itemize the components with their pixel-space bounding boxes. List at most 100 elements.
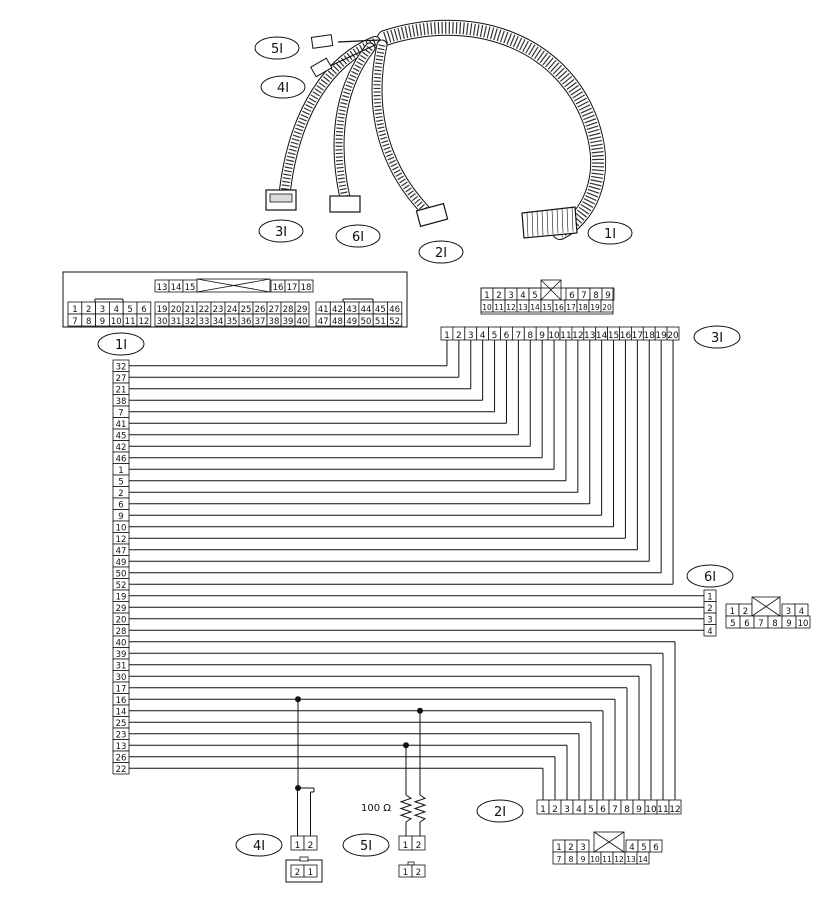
c1-mid-left-pin-number: 3 [100, 305, 105, 315]
c3-face-row2-pin-number: 13 [518, 303, 528, 312]
harness-label-1I-text: 1I [604, 227, 616, 242]
c1-mid-center-pin-number: 24 [227, 305, 238, 315]
c4-pin-number: 2 [308, 841, 314, 851]
left-pin-number: 9 [118, 512, 123, 522]
c2-face-row2-pin-number: 11 [602, 855, 612, 864]
c3-face-row1-pin-number: 3 [508, 291, 513, 301]
c2-face-row2-cell [636, 851, 650, 865]
c1-bot-center-pin-number: 37 [255, 317, 266, 327]
c2-face-row2-pin-number: 9 [581, 855, 586, 864]
left-pin-number: 1 [118, 466, 123, 476]
c1-mid-right-pin-number: 42 [332, 305, 343, 315]
c2-pin-number: 1 [540, 805, 546, 815]
c1-mid-right-pin-number: 46 [389, 305, 400, 315]
c2-pin-number: 10 [645, 805, 657, 815]
c2-pin-number: 3 [564, 805, 570, 815]
c1-mid-center-pin-number: 29 [297, 305, 308, 315]
c6-pin-number: 4 [707, 627, 712, 637]
c3-face-row2-cell [600, 299, 614, 313]
c1-top-pin-number: 18 [301, 283, 312, 293]
left-pin-number: 30 [116, 673, 127, 683]
plug-6I [329, 195, 361, 213]
c3-face-row2-pin-number: 12 [506, 303, 516, 312]
c3-pin-number: 16 [620, 331, 632, 341]
left-pin-number: 23 [116, 731, 127, 741]
connector-label-2I-outline [476, 799, 524, 823]
c3-face-row2-pin-number: 16 [554, 303, 564, 312]
c2-pin-number: 12 [669, 805, 680, 815]
left-pin-number: 21 [116, 386, 127, 396]
left-pin-number: 19 [116, 593, 127, 603]
c2-pin-number: 5 [588, 805, 594, 815]
branch-tube-6I-fill [334, 43, 375, 203]
c3-face-row2-pin-number: 11 [494, 303, 504, 312]
left-pin-number: 39 [116, 650, 127, 660]
harness-label-4I-text: 4I [277, 81, 289, 96]
c1-bot-center-pin-number: 36 [241, 317, 252, 327]
branch-tube-2I-fill [372, 40, 430, 215]
wiring-lines: 3227213874145424615269101247495052192920… [112, 326, 717, 851]
c2-face-row2-pin-number: 8 [569, 855, 574, 864]
c1-mid-center-pin-number: 27 [269, 305, 280, 315]
connector-label-1I-outline [97, 332, 145, 356]
c2-face-row1-pin-number: 1 [556, 843, 561, 853]
c2-key-cross [593, 831, 625, 853]
c2-pin-number: 11 [657, 805, 668, 815]
c1-bot-center-pin-number: 30 [157, 317, 168, 327]
c6-face-row2-pin-number: 10 [798, 619, 809, 629]
c1-mid-right-pin-number: 41 [318, 305, 329, 315]
harness-label-4I-outline [260, 75, 306, 99]
c3-pin-number: 12 [572, 331, 583, 341]
c3-face-row1-pin-number: 6 [569, 291, 574, 301]
c1-bot-left-pin-number: 9 [100, 317, 105, 327]
c1-mid-left-pin-number: 4 [114, 305, 119, 315]
c6-pin-number: 2 [707, 604, 712, 614]
c1-bot-center-pin-number: 39 [283, 317, 294, 327]
c1-bot-right-pin-number: 50 [361, 317, 372, 327]
c1-bot-left-pin-number: 8 [86, 317, 91, 327]
left-pin-number: 5 [118, 478, 123, 488]
c1-mid-right-pin-number: 45 [375, 305, 386, 315]
harness-label-2I: 2I [418, 240, 464, 264]
c2-face-row2-pin-number: 12 [614, 855, 624, 864]
c3-key-cross [540, 279, 562, 301]
left-pin-number: 46 [116, 455, 127, 465]
c3-face-row1-pin-number: 1 [484, 291, 489, 301]
c1-bot-center-cell [294, 313, 310, 327]
c3-face-row2-pin-number: 10 [482, 303, 492, 312]
c3-face-row2-pin-number: 19 [590, 303, 600, 312]
harness-label-3I-outline [258, 219, 304, 243]
branch-tube-3I-fill [280, 37, 380, 195]
c6-face-row2-pin-number: 8 [772, 619, 777, 629]
c1-bot-center-pin-number: 32 [185, 317, 196, 327]
left-pin-number: 45 [116, 432, 127, 442]
c3-face-row1-pin-number: 7 [581, 291, 586, 301]
c1-top-cell [298, 279, 314, 293]
c2-face-row2-pin-number: 7 [557, 855, 562, 864]
c2-face-row1-cell [649, 839, 663, 853]
c3-pin-number: 18 [644, 331, 656, 341]
left-pin-number: 52 [116, 581, 127, 591]
plug-3I-face [269, 193, 293, 203]
c1-mid-left-pin-number: 2 [86, 305, 91, 315]
c1-bot-right-cell [387, 313, 403, 327]
plug-1I-rib [546, 209, 549, 235]
c3-pin-number: 13 [584, 331, 595, 341]
c1-top-pin-number: 16 [273, 283, 284, 293]
c1-bot-right-pin-number: 47 [318, 317, 329, 327]
c3-pin-number: 6 [504, 331, 510, 341]
c1-bot-center-pin-number: 35 [227, 317, 238, 327]
c3-pin-number: 3 [468, 331, 474, 341]
c3-face-row2-pin-number: 15 [542, 303, 552, 312]
wire-5I [337, 39, 381, 43]
c1-bot-right-pin-number: 48 [332, 317, 343, 327]
left-pin-number: 38 [116, 397, 127, 407]
c6-pin-number: 1 [707, 593, 712, 603]
connector-label-1I: 1I [97, 332, 145, 356]
left-pin-number: 49 [116, 558, 127, 568]
c1-mid-left-pin-number: 1 [72, 305, 77, 315]
splice-dot [295, 696, 301, 703]
c1-mid-right-pin-number: 44 [361, 305, 372, 315]
c3-pin-number: 4 [480, 331, 486, 341]
left-pin-number: 41 [116, 420, 127, 430]
